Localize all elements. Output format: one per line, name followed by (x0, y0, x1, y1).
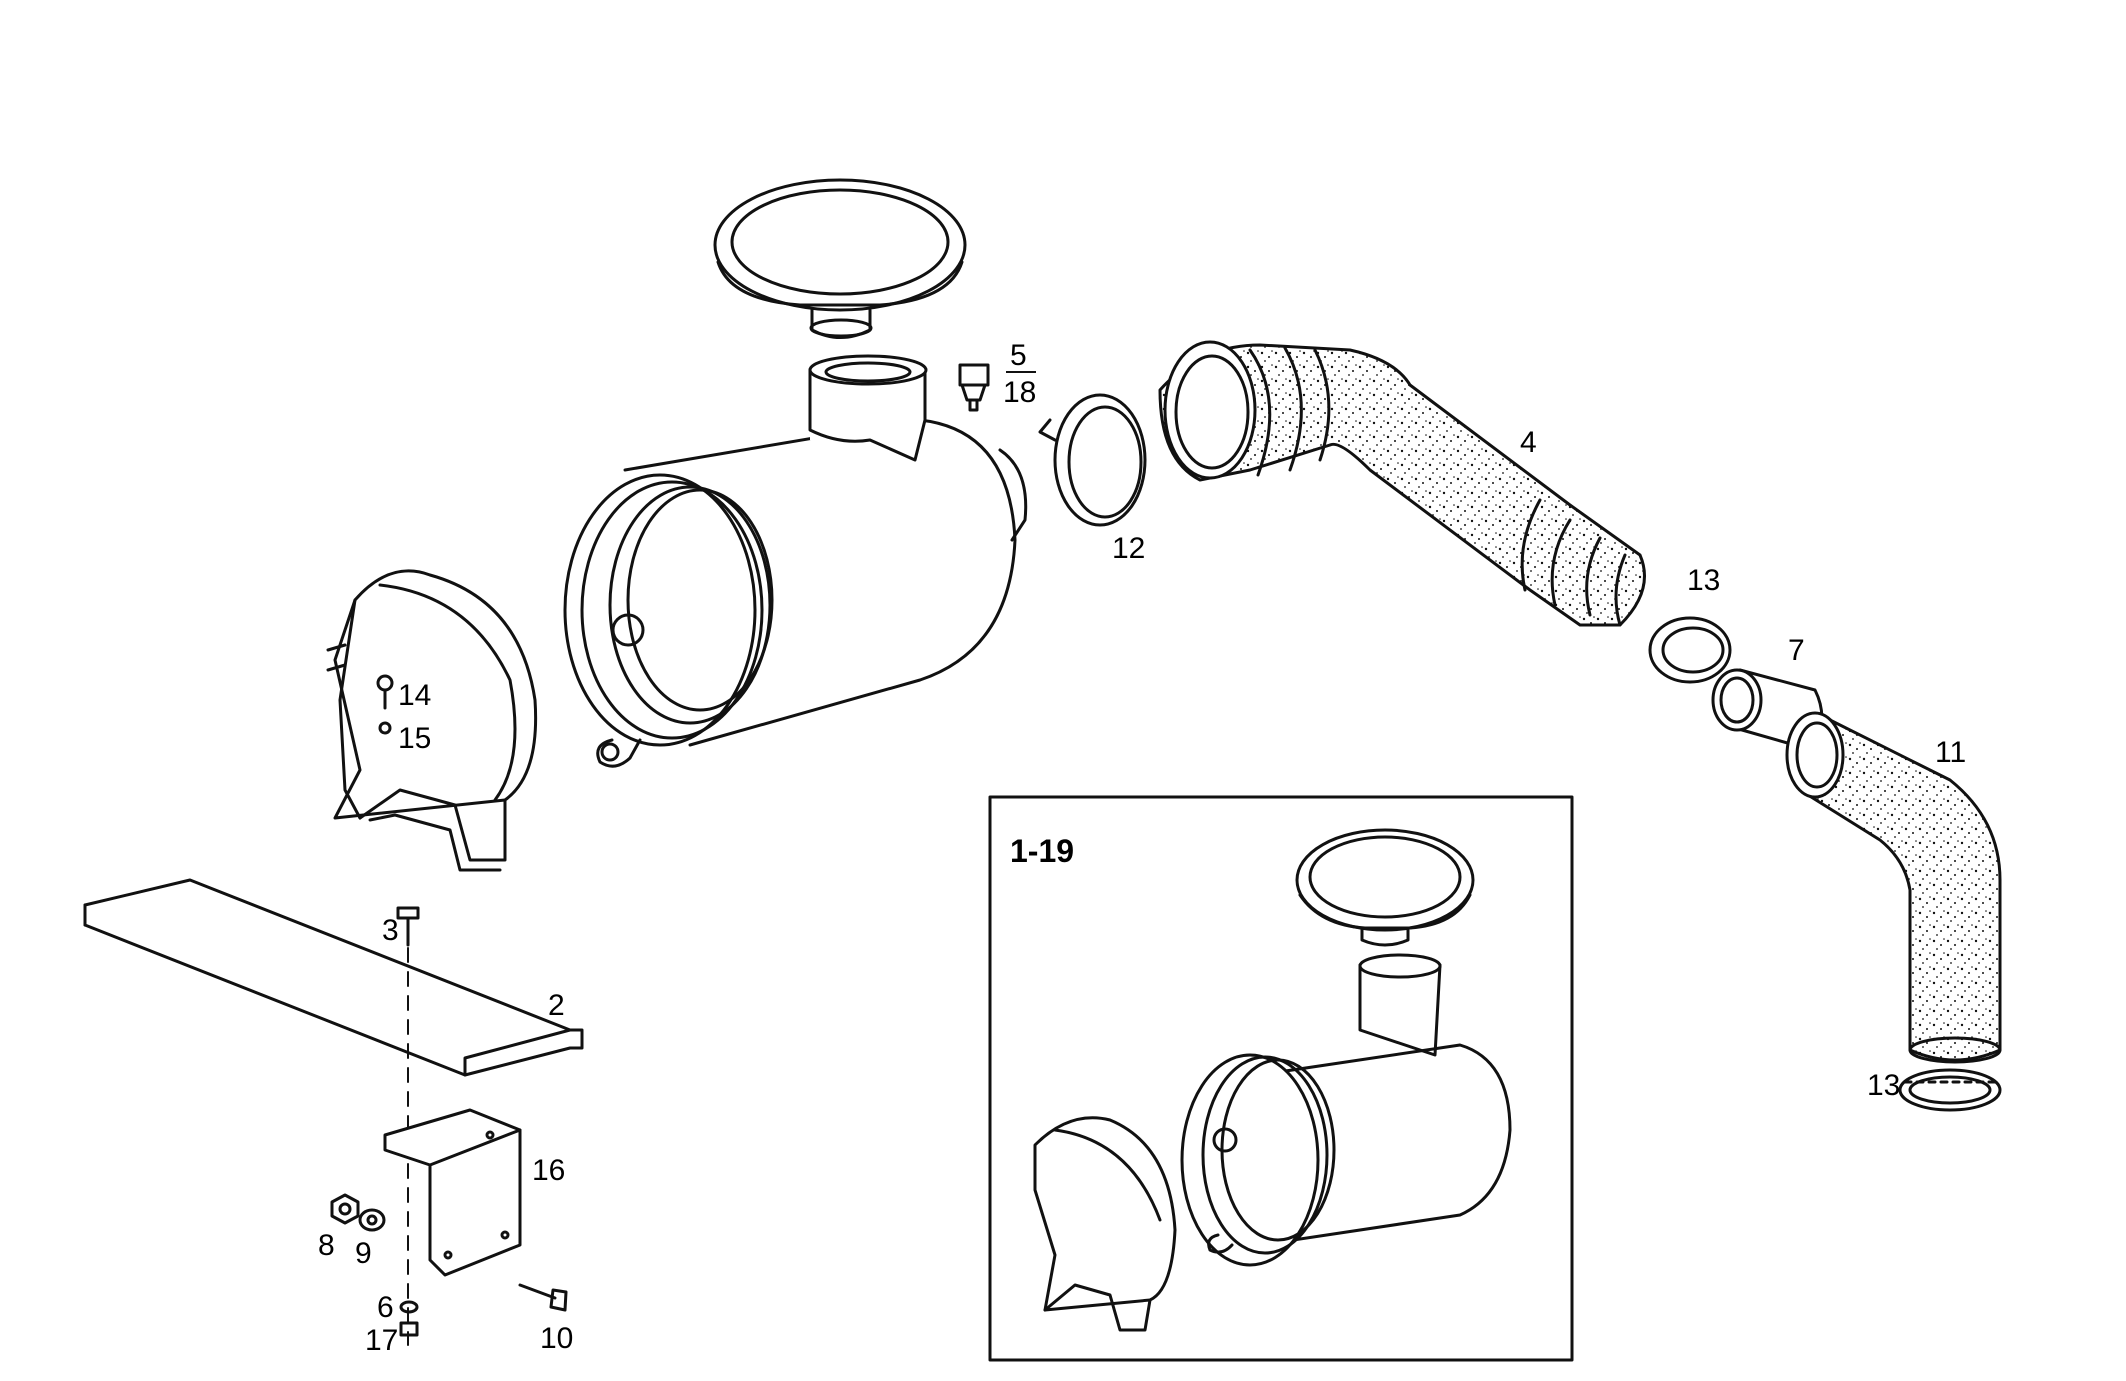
screw-14-icon (376, 674, 394, 710)
callout-13-upper: 13 (1687, 564, 1720, 597)
callout-8: 8 (318, 1229, 335, 1262)
washer-9-icon (358, 1208, 386, 1232)
callout-17: 17 (365, 1324, 398, 1357)
callout-10: 10 (540, 1322, 573, 1355)
assembly-inset (988, 795, 1574, 1362)
callout-7: 7 (1788, 634, 1805, 667)
elbow-hose-11 (1785, 711, 2002, 1064)
filter-cover (326, 569, 538, 872)
callout-2: 2 (548, 989, 565, 1022)
callout-16: 16 (532, 1154, 565, 1187)
vacuator-valve (958, 363, 990, 412)
washer-6-icon (399, 1300, 419, 1314)
inset-title: 1-19 (1010, 833, 1074, 869)
inset-filter-cover (1033, 1116, 1177, 1332)
callout-13-lower: 13 (1867, 1069, 1900, 1102)
callout-labels: 5 18 4 12 13 7 11 13 14 15 3 2 16 8 9 6 … (318, 339, 1966, 1357)
bracket-16 (383, 1108, 522, 1277)
bolt-3-icon (396, 906, 420, 947)
nut-17-icon (399, 1321, 419, 1337)
bolt-10-icon (518, 1283, 568, 1312)
hose-clamp-13-upper (1648, 616, 1732, 684)
hose-clamp-12 (1038, 393, 1147, 527)
callout-6: 6 (377, 1291, 394, 1324)
mounting-plate-2 (83, 878, 584, 1077)
inset-precleaner-cap (1295, 828, 1475, 947)
callout-9: 9 (355, 1237, 372, 1270)
callout-15: 15 (398, 722, 431, 755)
callout-11: 11 (1935, 736, 1966, 769)
callout-4: 4 (1520, 426, 1537, 459)
callout-5: 5 (1010, 339, 1027, 372)
callout-3: 3 (382, 914, 399, 947)
callout-14: 14 (398, 679, 431, 712)
callout-12: 12 (1112, 532, 1145, 565)
callout-18: 18 (1003, 376, 1036, 409)
air-filter-housing (563, 354, 1028, 768)
nut-8-icon (330, 1193, 360, 1225)
washer-15-icon (378, 721, 392, 735)
intake-hose-4 (1158, 340, 1646, 627)
inset-filter-housing (1180, 953, 1512, 1267)
hose-clamp-13-lower (1898, 1068, 2002, 1112)
precleaner-cap (713, 178, 967, 339)
